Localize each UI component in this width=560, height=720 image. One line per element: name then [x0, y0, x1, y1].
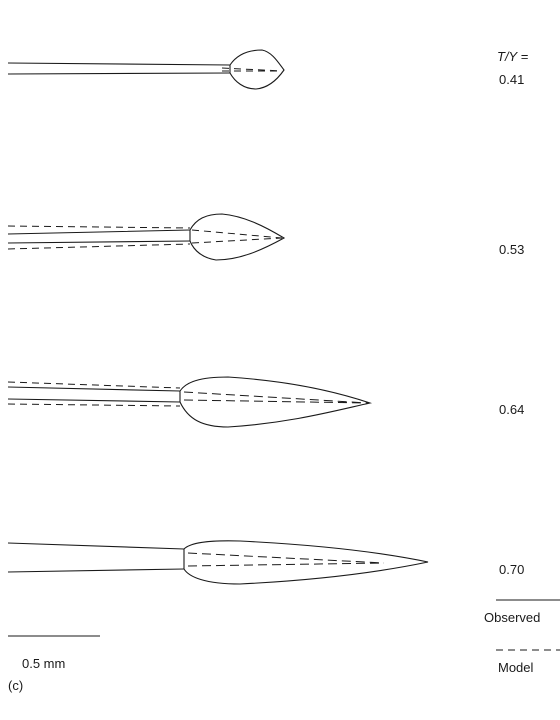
observed-fiber-1: [8, 63, 230, 74]
model-profile-3: [184, 392, 368, 403]
param-label: T/Y =: [497, 49, 529, 64]
observed-bulb-1: [230, 50, 284, 89]
model-fiber-2: [8, 226, 190, 249]
observed-fiber-4: [8, 543, 184, 572]
specimen-row-3: [8, 377, 370, 427]
observed-fiber-2: [8, 230, 190, 243]
value-label-4: 0.70: [499, 562, 524, 577]
model-profile-2: [192, 230, 282, 243]
model-profile-4: [188, 553, 384, 566]
value-label-2: 0.53: [499, 242, 524, 257]
specimen-row-2: [8, 214, 284, 260]
panel-label: (c): [8, 678, 23, 693]
observed-fiber-3: [8, 387, 180, 402]
specimen-row-1: [8, 50, 284, 89]
value-label-3: 0.64: [499, 402, 524, 417]
model-profile-1: [222, 68, 282, 71]
legend-model-label: Model: [498, 660, 534, 675]
observed-bulb-3: [180, 377, 370, 427]
model-fiber-3: [8, 382, 180, 406]
specimen-row-4: [8, 541, 428, 584]
observed-bulb-4: [184, 541, 428, 584]
scale-bar-label: 0.5 mm: [22, 656, 65, 671]
legend-observed-label: Observed: [484, 610, 540, 625]
value-label-1: 0.41: [499, 72, 524, 87]
